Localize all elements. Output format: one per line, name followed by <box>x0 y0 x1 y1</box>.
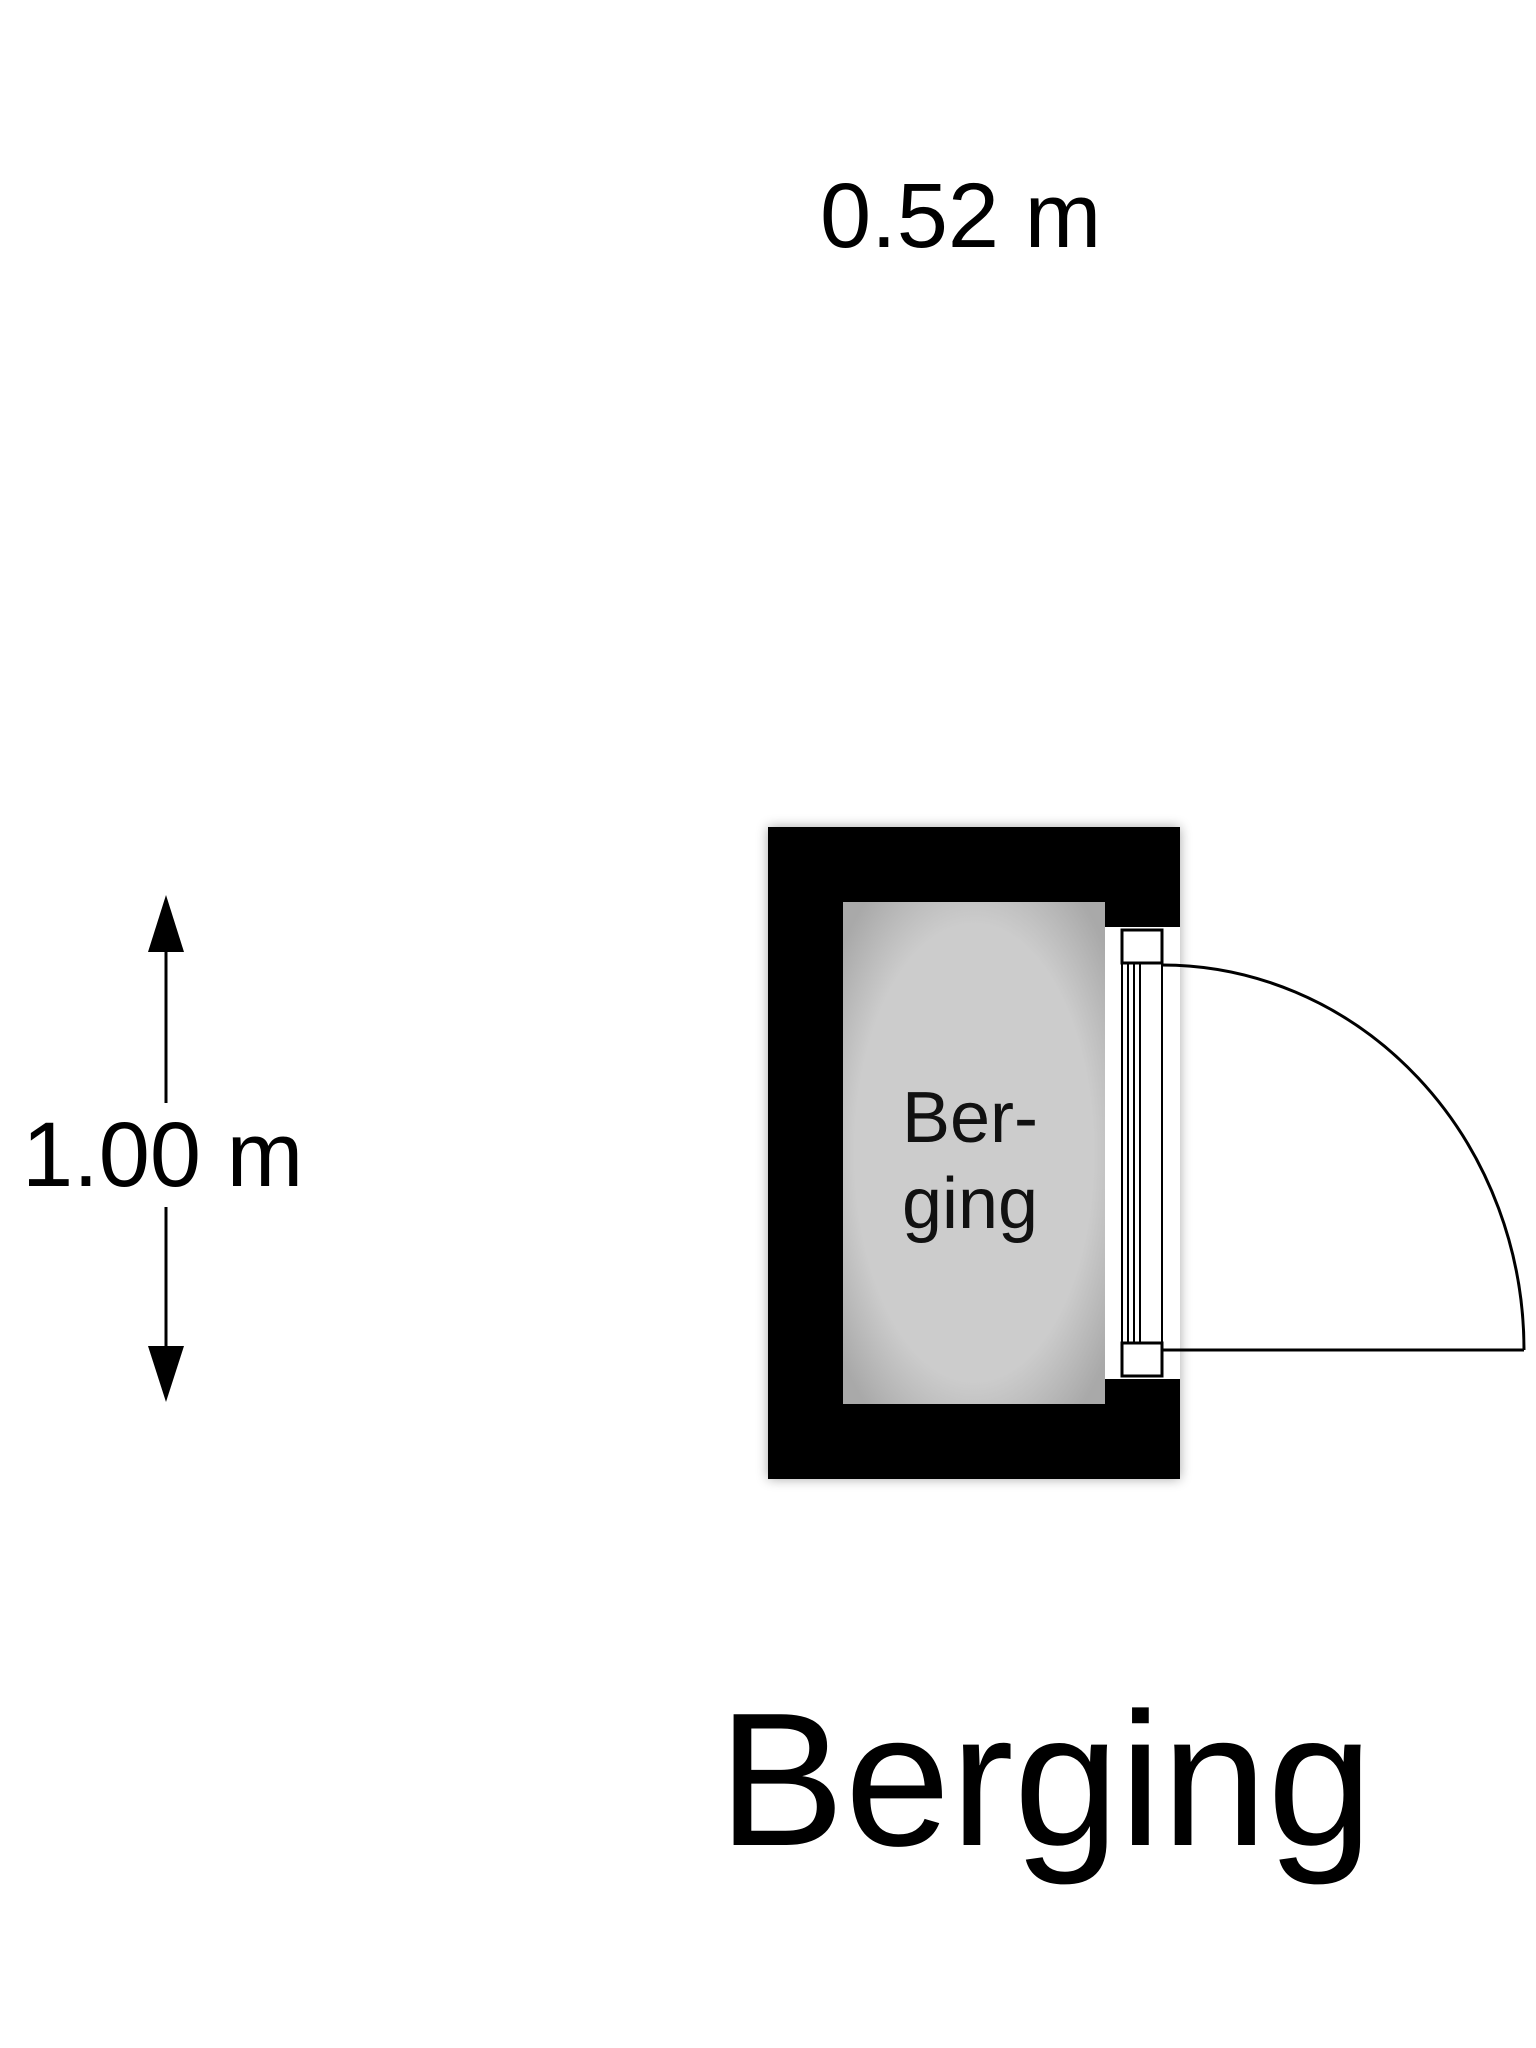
door-frame-bottom <box>1120 1341 1164 1378</box>
door-frame-top <box>1120 928 1164 965</box>
wall-stub-bottom <box>1105 1379 1175 1404</box>
door-opening <box>1105 927 1180 1379</box>
width-dimension-label: 0.52 m <box>820 165 1102 267</box>
height-dimension-label: 1.00 m <box>22 1103 304 1207</box>
arrow-down-head <box>148 1346 184 1402</box>
room-label-line1: Ber- <box>901 1078 1039 1158</box>
plan-title: Berging <box>718 1674 1373 1886</box>
room-label: Ber- ging <box>840 1075 1100 1247</box>
door-swing-arc <box>1161 963 1526 1351</box>
room-label-line2: ging <box>901 1164 1039 1244</box>
room-floor <box>843 902 1105 1404</box>
arrow-up-head <box>148 895 184 952</box>
wall-stub-top <box>1105 902 1175 927</box>
